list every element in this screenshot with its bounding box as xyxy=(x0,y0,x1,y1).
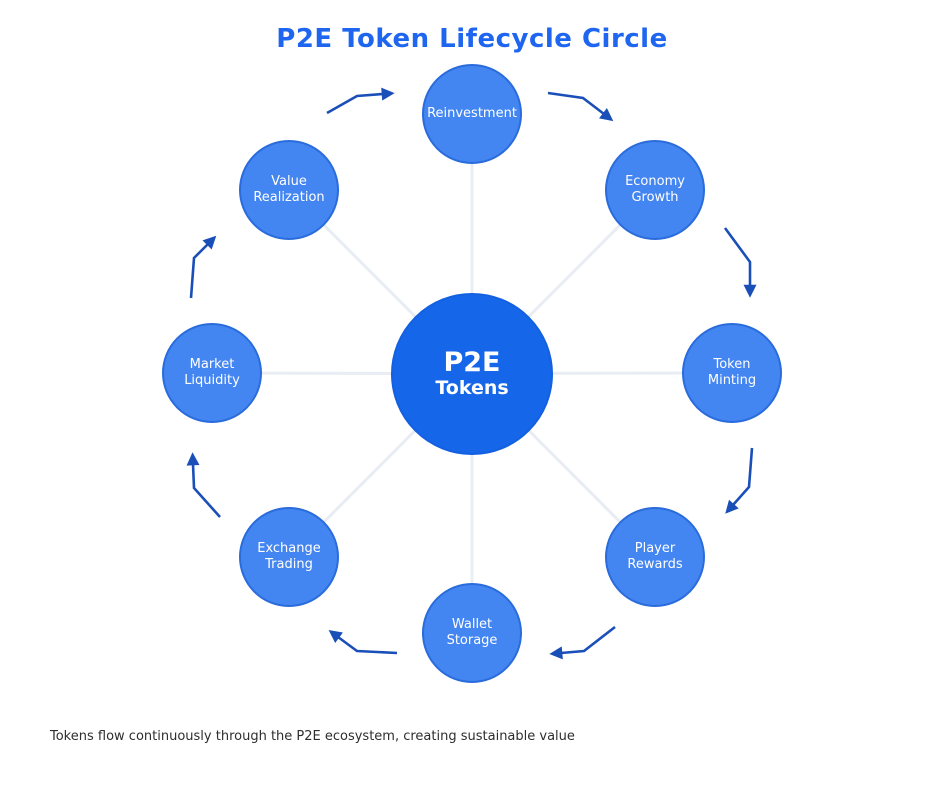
node-market-liquidity: Market Liquidity xyxy=(162,323,262,423)
node-label-economy-growth: Economy Growth xyxy=(625,173,685,205)
node-label-reinvestment: Reinvestment xyxy=(427,105,517,121)
node-label-value-realization: Value Realization xyxy=(253,173,325,205)
arrow-wallet-storage-to-exchange-trading xyxy=(328,630,398,655)
center-node-subtitle: Tokens xyxy=(435,377,509,400)
node-wallet-storage: Wallet Storage xyxy=(422,583,522,683)
node-label-wallet-storage: Wallet Storage xyxy=(446,616,498,648)
node-label-exchange-trading: Exchange Trading xyxy=(257,540,321,572)
node-label-market-liquidity: Market Liquidity xyxy=(184,356,240,388)
arrow-value-realization-to-reinvestment xyxy=(326,87,395,115)
arrow-economy-growth-to-token-minting xyxy=(723,227,757,298)
arrow-exchange-trading-to-market-liquidity xyxy=(186,452,221,518)
arrow-player-rewards-to-wallet-storage xyxy=(549,625,616,660)
center-node-title: P2E xyxy=(443,346,501,378)
node-economy-growth: Economy Growth xyxy=(605,140,705,240)
node-player-rewards: Player Rewards xyxy=(605,507,705,607)
arrow-market-liquidity-to-value-realization xyxy=(189,235,217,299)
node-label-token-minting: Token Minting xyxy=(707,356,757,388)
arrow-token-minting-to-player-rewards xyxy=(725,447,754,514)
center-node-p2e-tokens: P2E Tokens xyxy=(391,293,553,455)
node-value-realization: Value Realization xyxy=(239,140,339,240)
arrow-reinvestment-to-economy-growth xyxy=(547,91,614,122)
node-label-player-rewards: Player Rewards xyxy=(627,540,683,572)
node-exchange-trading: Exchange Trading xyxy=(239,507,339,607)
node-reinvestment: Reinvestment xyxy=(422,64,522,164)
node-token-minting: Token Minting xyxy=(682,323,782,423)
page-title: P2E Token Lifecycle Circle xyxy=(276,24,668,54)
footer-caption: Tokens flow continuously through the P2E… xyxy=(50,729,575,744)
flow-arrows xyxy=(186,87,757,660)
